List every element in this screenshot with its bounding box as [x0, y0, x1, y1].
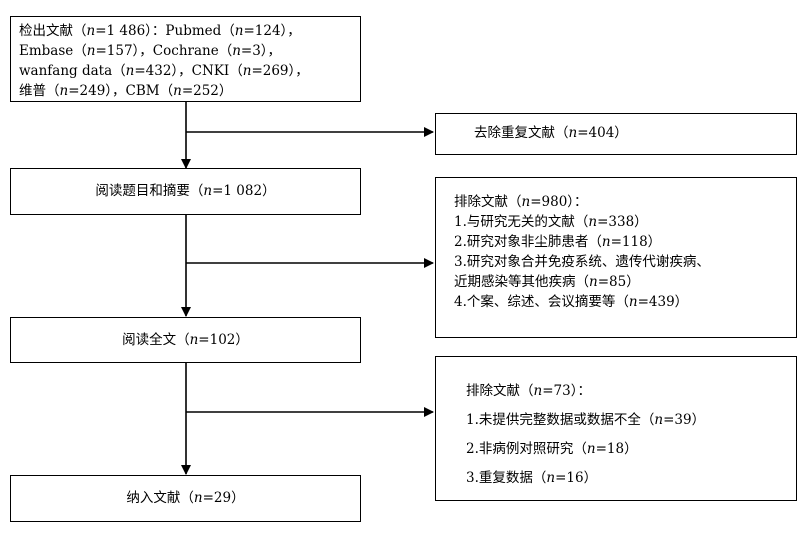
duplicates-removed-box: 去除重复文献（n=404） — [435, 113, 797, 155]
fulltext-text: 阅读全文（n=102） — [122, 332, 249, 348]
exclusion-box-1: 排除文献（n=980）： 1.与研究无关的文献（n=338） 2.研究对象非尘肺… — [435, 177, 797, 338]
fulltext-review-box: 阅读全文（n=102） — [10, 317, 361, 363]
exclusion-2-line: 排除文献（n=73）： — [466, 383, 591, 399]
exclusion-1-line: 排除文献（n=980）： — [454, 194, 588, 210]
exclusion-2-line: 1.未提供完整数据或数据不全（n=39） — [466, 412, 706, 428]
exclusion-2-line: 2.非病例对照研究（n=18） — [466, 441, 638, 457]
included-studies-box: 纳入文献（n=29） — [10, 475, 361, 522]
exclusion-1-line: 近期感染等其他疾病（n=85） — [454, 274, 640, 290]
exclusion-1-line: 2.研究对象非尘肺患者（n=118） — [454, 234, 662, 250]
search-line: wanfang data（n=432），CNKI（n=269）， — [19, 63, 309, 79]
exclusion-box-2: 排除文献（n=73）： 1.未提供完整数据或数据不全（n=39） 2.非病例对照… — [435, 356, 797, 501]
exclusion-1-line: 3.研究对象合并免疫系统、遗传代谢疾病、 — [454, 254, 710, 270]
duplicates-removed-text: 去除重复文献（n=404） — [474, 125, 628, 141]
exclusion-2-line: 3.重复数据（n=16） — [466, 470, 598, 486]
search-line: Embase（n=157），Cochrane（n=3）， — [19, 43, 282, 59]
exclusion-1-line: 1.与研究无关的文献（n=338） — [454, 214, 648, 230]
search-line: 检出文献（n=1 486）：Pubmed（n=124）， — [19, 23, 301, 39]
exclusion-1-line: 4.个案、综述、会议摘要等（n=439） — [454, 294, 689, 310]
search-line: 维普（n=249），CBM（n=252） — [19, 83, 233, 99]
title-abstract-screening-box: 阅读题目和摘要（n=1 082） — [10, 168, 361, 215]
included-text: 纳入文献（n=29） — [126, 490, 245, 506]
search-results-box: 检出文献（n=1 486）：Pubmed（n=124）， Embase（n=15… — [10, 16, 361, 102]
screening-text: 阅读题目和摘要（n=1 082） — [95, 183, 276, 199]
